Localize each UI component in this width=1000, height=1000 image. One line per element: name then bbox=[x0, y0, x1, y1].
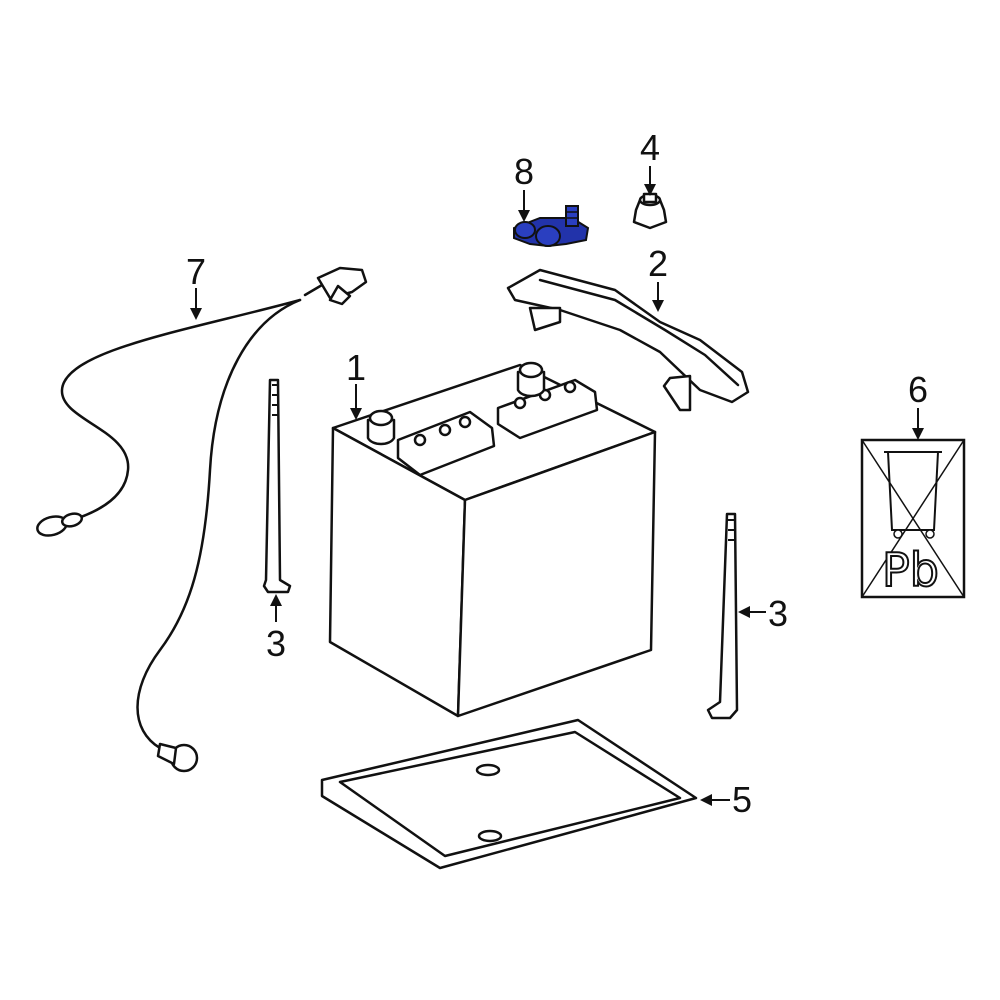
hold-down-bracket[interactable] bbox=[506, 268, 750, 412]
callout-3-right: 3 bbox=[768, 593, 788, 634]
callout-arrows bbox=[190, 166, 924, 806]
lead-symbol: Pb bbox=[882, 543, 939, 597]
callout-7: 7 bbox=[186, 251, 206, 292]
battery[interactable] bbox=[328, 361, 657, 718]
callout-1: 1 bbox=[346, 347, 366, 388]
battery-cable[interactable] bbox=[35, 266, 368, 773]
callout-8: 8 bbox=[514, 151, 534, 192]
battery-tray[interactable] bbox=[320, 718, 698, 870]
callout-5: 5 bbox=[732, 779, 752, 820]
hold-down-rod-right[interactable] bbox=[706, 512, 739, 720]
hold-down-rod-left[interactable] bbox=[262, 378, 292, 594]
callout-6: 6 bbox=[908, 369, 928, 410]
callout-4: 4 bbox=[640, 127, 660, 168]
terminal-clamp[interactable] bbox=[513, 205, 590, 248]
callout-2: 2 bbox=[648, 243, 668, 284]
hold-down-nut[interactable] bbox=[632, 192, 668, 230]
callout-3-left: 3 bbox=[266, 623, 286, 664]
recycling-label[interactable]: Pb bbox=[860, 438, 966, 599]
